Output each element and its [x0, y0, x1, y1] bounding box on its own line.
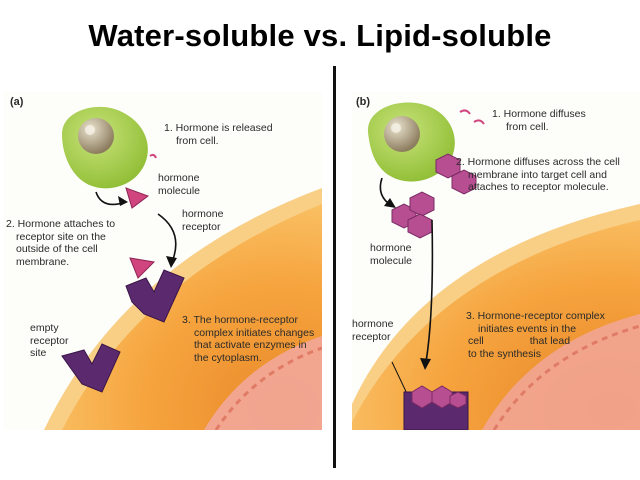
cell-nucleus: [384, 116, 420, 152]
panel-b-letter: (b): [356, 96, 371, 108]
panel-a-illustration: [44, 106, 322, 430]
panel-a-hormone-receptor-label: hormone receptor: [182, 208, 223, 233]
panel-a-step1-line1: 1. Hormone is released: [164, 122, 273, 134]
panel-divider: [333, 66, 336, 468]
label-line: receptor: [182, 220, 221, 233]
label-line: molecule: [158, 184, 201, 197]
label-line: cell: [468, 335, 484, 347]
label-line: from cell.: [506, 120, 549, 133]
label-line: outside of the cell: [16, 243, 98, 255]
label-line: hormone: [182, 208, 224, 220]
label-line: complex initiates changes: [194, 326, 315, 339]
empty-receptor: [61, 343, 121, 393]
label-line: initiates events in the: [478, 322, 577, 335]
label-line: 3. The hormone-receptor: [182, 314, 298, 326]
panel-b-illustration: [352, 102, 640, 430]
label-line: attaches to receptor molecule.: [468, 181, 609, 193]
panel-b-step3: 3. Hormone-receptor complex initiates ev…: [466, 310, 605, 360]
label-line: hormone: [370, 242, 412, 254]
label-line: 3. Hormone-receptor complex: [466, 310, 605, 322]
hormone-hexagons: [391, 191, 435, 239]
label-line: that activate enzymes in: [194, 339, 307, 351]
nucleus-edge: [482, 314, 640, 430]
occupied-receptor: [125, 269, 185, 323]
label-line: site: [30, 347, 47, 359]
label-line: empty: [30, 322, 59, 334]
label-line: hormone: [158, 172, 200, 184]
label-line: molecule: [370, 254, 413, 267]
label-line: 1. Hormone diffuses: [492, 108, 586, 120]
panel-lipid-soluble: (b) 1. Hormone diffuses from cell. 2. Ho…: [352, 92, 640, 430]
panel-a-step2: 2. Hormone attaches to receptor site on …: [6, 218, 115, 268]
panel-b-step1: 1. Hormone diffuses from cell.: [492, 108, 586, 133]
label-line: hormone: [352, 318, 394, 330]
panel-a-step1-line2: from cell.: [176, 134, 219, 147]
slide-title: Water-soluble vs. Lipid-soluble: [88, 18, 552, 53]
label-line: receptor: [352, 330, 391, 343]
hormone-triangle: [125, 187, 150, 209]
panel-water-soluble: (a) 1. Hormone is released from cell. ho…: [4, 92, 322, 430]
bound-hormone-hexagons: [411, 385, 467, 409]
label-line: membrane into target cell and: [468, 168, 607, 181]
label-line: the cytoplasm.: [194, 351, 262, 364]
hormone-hexagons-leaving: [435, 153, 477, 195]
panel-a-hormone-molecule-label: hormone molecule: [158, 172, 200, 197]
panel-a-step1: 1. Hormone is released from cell.: [164, 122, 273, 147]
label-line: that lead: [529, 335, 571, 347]
panel-a-letter: (a): [10, 96, 24, 108]
label-line: receptor: [30, 334, 69, 347]
label-line: membrane.: [16, 255, 70, 268]
label-line: 2. Hormone diffuses across the cell: [456, 156, 620, 168]
label-line: to the synthesis: [468, 347, 541, 360]
panel-b-hormone-receptor-label: hormone receptor: [352, 318, 393, 343]
panel-b-step2: 2. Hormone diffuses across the cell memb…: [456, 156, 620, 194]
bound-hormone: [129, 257, 156, 279]
panel-a-step3: 3. The hormone-receptor complex initiate…: [182, 314, 314, 364]
label-line: receptor site on the: [16, 230, 106, 243]
panel-b-hormone-molecule-label: hormone molecule: [370, 242, 412, 267]
label-line: 2. Hormone attaches to: [6, 218, 116, 230]
panel-a-empty-receptor-label: empty receptor site: [30, 322, 69, 360]
cell-nucleus: [78, 118, 114, 154]
